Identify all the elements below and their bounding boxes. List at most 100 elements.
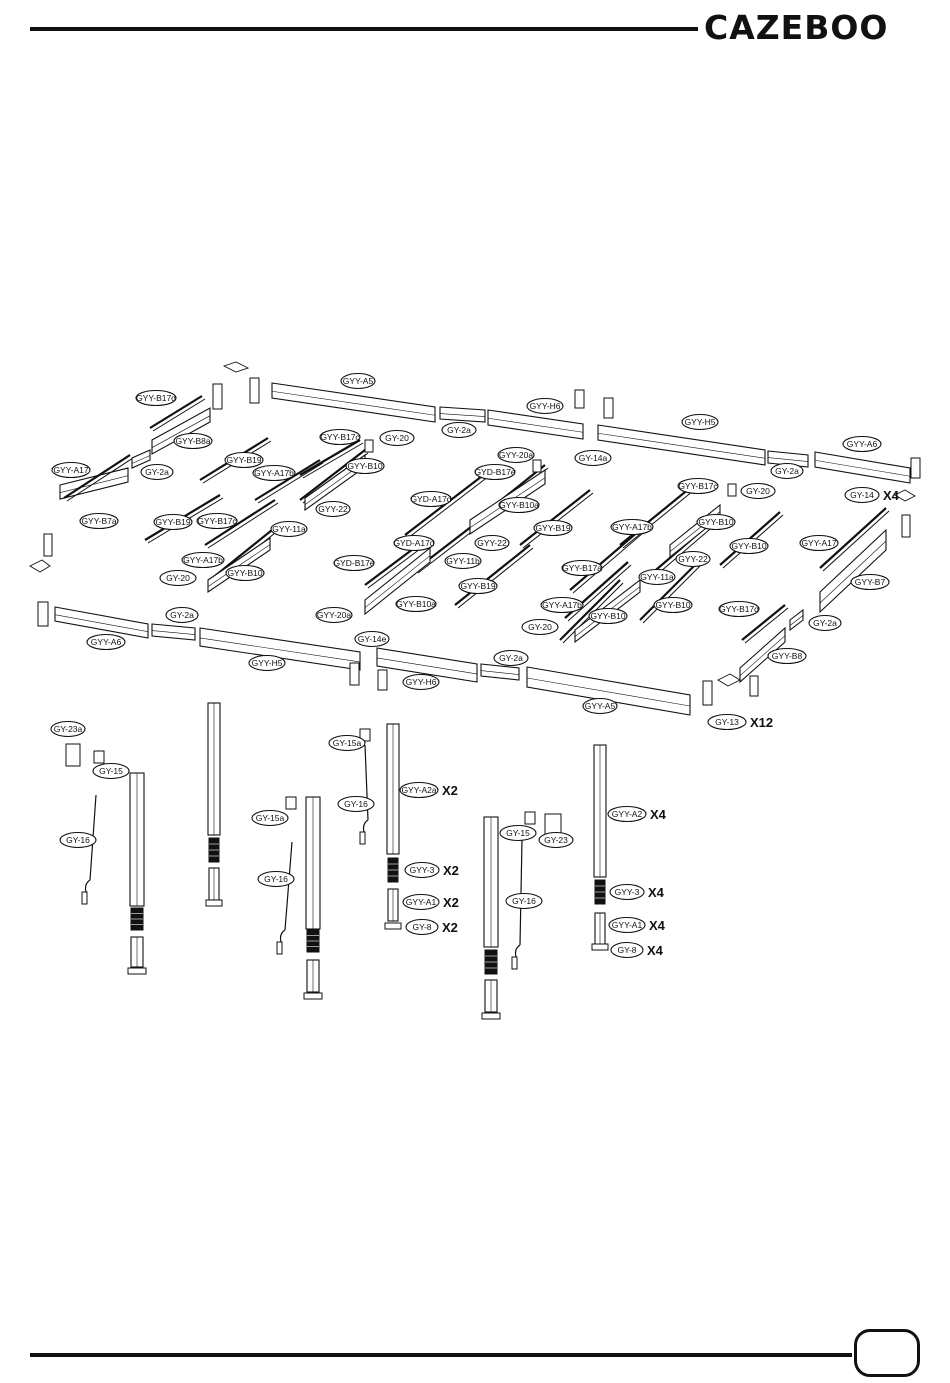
callout-gyy-b7a: GYY-B7a [79,512,119,530]
callout-gyy-b17c_a: GYY-B17c [319,428,361,446]
callout-label: GYY-B10 [655,600,690,610]
callout-ellipse [153,513,193,531]
connector-c [727,483,737,497]
purlin-17 [559,579,621,641]
callout-ellipse [653,596,693,614]
callout-label: GY-2a [145,467,169,477]
side-gyy-b7 [819,528,887,614]
callout-label: GYD-B17e [474,467,515,477]
purlin-13-b [622,490,694,549]
callout-label: GYY-20a [499,450,533,460]
callout-ellipse [497,446,535,464]
callout-gy-20_b: GY-20 [159,569,197,587]
callout-gy-15a_a: GY-15a [328,734,366,752]
callout-label: GYY-H5 [252,658,283,668]
callout-gyy-22_b: GYY-22 [474,534,510,552]
callout-gyy-a17b_a: GYY-A17b [252,464,296,482]
callout-ellipse [444,552,482,570]
callout-label: GYY-A1 [612,920,643,930]
callout-ellipse [718,600,760,618]
callout-ellipse [799,534,839,552]
callout-gy-16_c: GY-16 [257,870,295,888]
callout-label: GY-15 [99,766,123,776]
bracket-bottom [717,673,741,687]
callout-ellipse [844,486,880,504]
callout-label: GY-15a [256,813,285,823]
callout-gy-2a_mid: GY-2a [493,649,529,667]
callout-gyy-a6_b: GYY-A6 [86,633,126,651]
callout-gyy-b17d_b: GYY-B17d [718,600,760,618]
callout-gy-20_a: GY-20 [379,429,415,447]
callout-gy-14e: GY-14e [354,630,390,648]
callout-ellipse [337,795,375,813]
plate-i [702,680,713,706]
side-gyy-b17d [149,395,203,429]
quantity-label: X2 [443,863,459,878]
callout-label: GY-15a [333,738,362,748]
callout-gyy-a17b_b: GYY-A17b [181,551,225,569]
callout-ellipse [740,482,776,500]
callout-label: GYY-B8a [175,436,210,446]
plate-f [37,601,49,627]
purlin-18-b [567,564,632,622]
foot-3 [303,992,323,1000]
callout-label: GYY-B10 [590,611,625,621]
callout-label: GYY-B7a [81,516,116,526]
purlin-13 [619,487,691,546]
callout-gy-14a: GY-14a [574,449,612,467]
purlin-12-b [572,532,644,594]
callout-label: GYY-3 [410,865,435,875]
callout-ellipse [165,606,199,624]
plate-b [212,383,223,410]
callout-label: GYY-11a [640,572,674,582]
side-gyy-b7-groove [819,540,887,604]
callout-ellipse [540,596,584,614]
purlin-14 [639,559,701,621]
bracket-top [222,361,250,373]
panel-gyy-a5-groove [526,677,691,707]
callout-ellipse [767,647,807,665]
callout-label: GY-16 [344,799,368,809]
callout-label: GYY-A5 [343,376,374,386]
crank-2-grip [276,941,283,955]
callout-label: GY-2a [775,466,799,476]
callout-label: GYY-22 [477,538,507,548]
plate-e [910,457,921,479]
clip-gy-15-a [93,750,105,764]
rafter-gyy-b10a-l-groove [364,555,431,608]
callout-label: GYY-A17b [542,600,582,610]
callout-gyy-11b: GYY-11b [444,552,482,570]
callout-ellipse [561,559,603,577]
purlin-5 [299,449,366,501]
callout-gyy-b10_d: GYY-B10 [588,607,628,625]
callout-label: GY-2a [447,425,471,435]
callout-ellipse [608,916,646,934]
crank-4-grip [511,956,518,970]
callout-ellipse [458,577,498,595]
callout-ellipse [328,734,366,752]
callout-ellipse [59,831,97,849]
callout-ellipse [607,805,647,823]
foot-2 [205,899,223,907]
callout-ellipse [50,720,86,738]
callout-ellipse [51,461,91,479]
callout-label: GY-2a [170,610,194,620]
callout-label: GYY-B19 [460,581,495,591]
callout-ellipse [696,513,736,531]
callout-ellipse [340,372,376,390]
beam-gy-2a-top-r-groove [767,457,809,462]
callout-label: GY-14a [579,453,608,463]
callout-gyy-b17c_r: GYY-B17c [677,477,719,495]
foot-6 [591,943,609,951]
purlin-14-b [642,562,704,624]
callout-label: GYY-11a [272,524,306,534]
side-gy-2a-r [789,608,804,632]
callout-gyd-b17e: GYD-B17e [474,463,516,481]
panel-gyy-h5-groove [199,637,361,663]
callout-ellipse [526,397,564,415]
callout-label: GY-23a [54,724,83,734]
quantity-label: X4 [647,943,664,958]
callout-gyy-h5_b: GYY-H5 [248,654,286,672]
